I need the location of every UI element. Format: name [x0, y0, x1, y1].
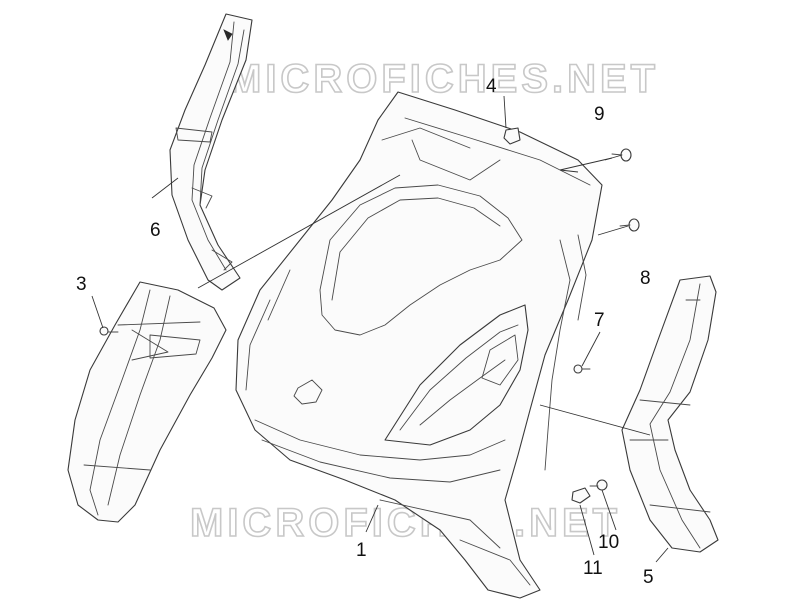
part-3-front-left-panel [67, 281, 227, 523]
callout-5: 5 [643, 567, 654, 588]
part-4-clip [503, 127, 521, 145]
callout-9: 9 [594, 104, 605, 125]
part-11-nut [571, 487, 591, 504]
part-7-screw [573, 364, 591, 374]
leader-lines [91, 95, 669, 563]
callout-4: 4 [486, 76, 497, 97]
callout-3: 3 [76, 274, 87, 295]
part-8-screw [619, 218, 640, 232]
part-10-screw [589, 479, 608, 491]
watermark-top: MICROFICHES.NET [228, 57, 659, 101]
part-1-front-shield [235, 91, 603, 599]
part-6-left-trim-strip [169, 13, 253, 291]
callout-6: 6 [150, 220, 161, 241]
part-3-screw [99, 326, 119, 336]
callout-11: 11 [583, 558, 603, 579]
callout-7: 7 [594, 310, 605, 331]
watermark-bottom: MICROFICHES.NET [190, 501, 621, 545]
callout-1: 1 [356, 540, 367, 561]
part-5-right-trim-strip [621, 275, 719, 553]
callout-8: 8 [640, 268, 651, 289]
callout-10: 10 [598, 532, 619, 553]
